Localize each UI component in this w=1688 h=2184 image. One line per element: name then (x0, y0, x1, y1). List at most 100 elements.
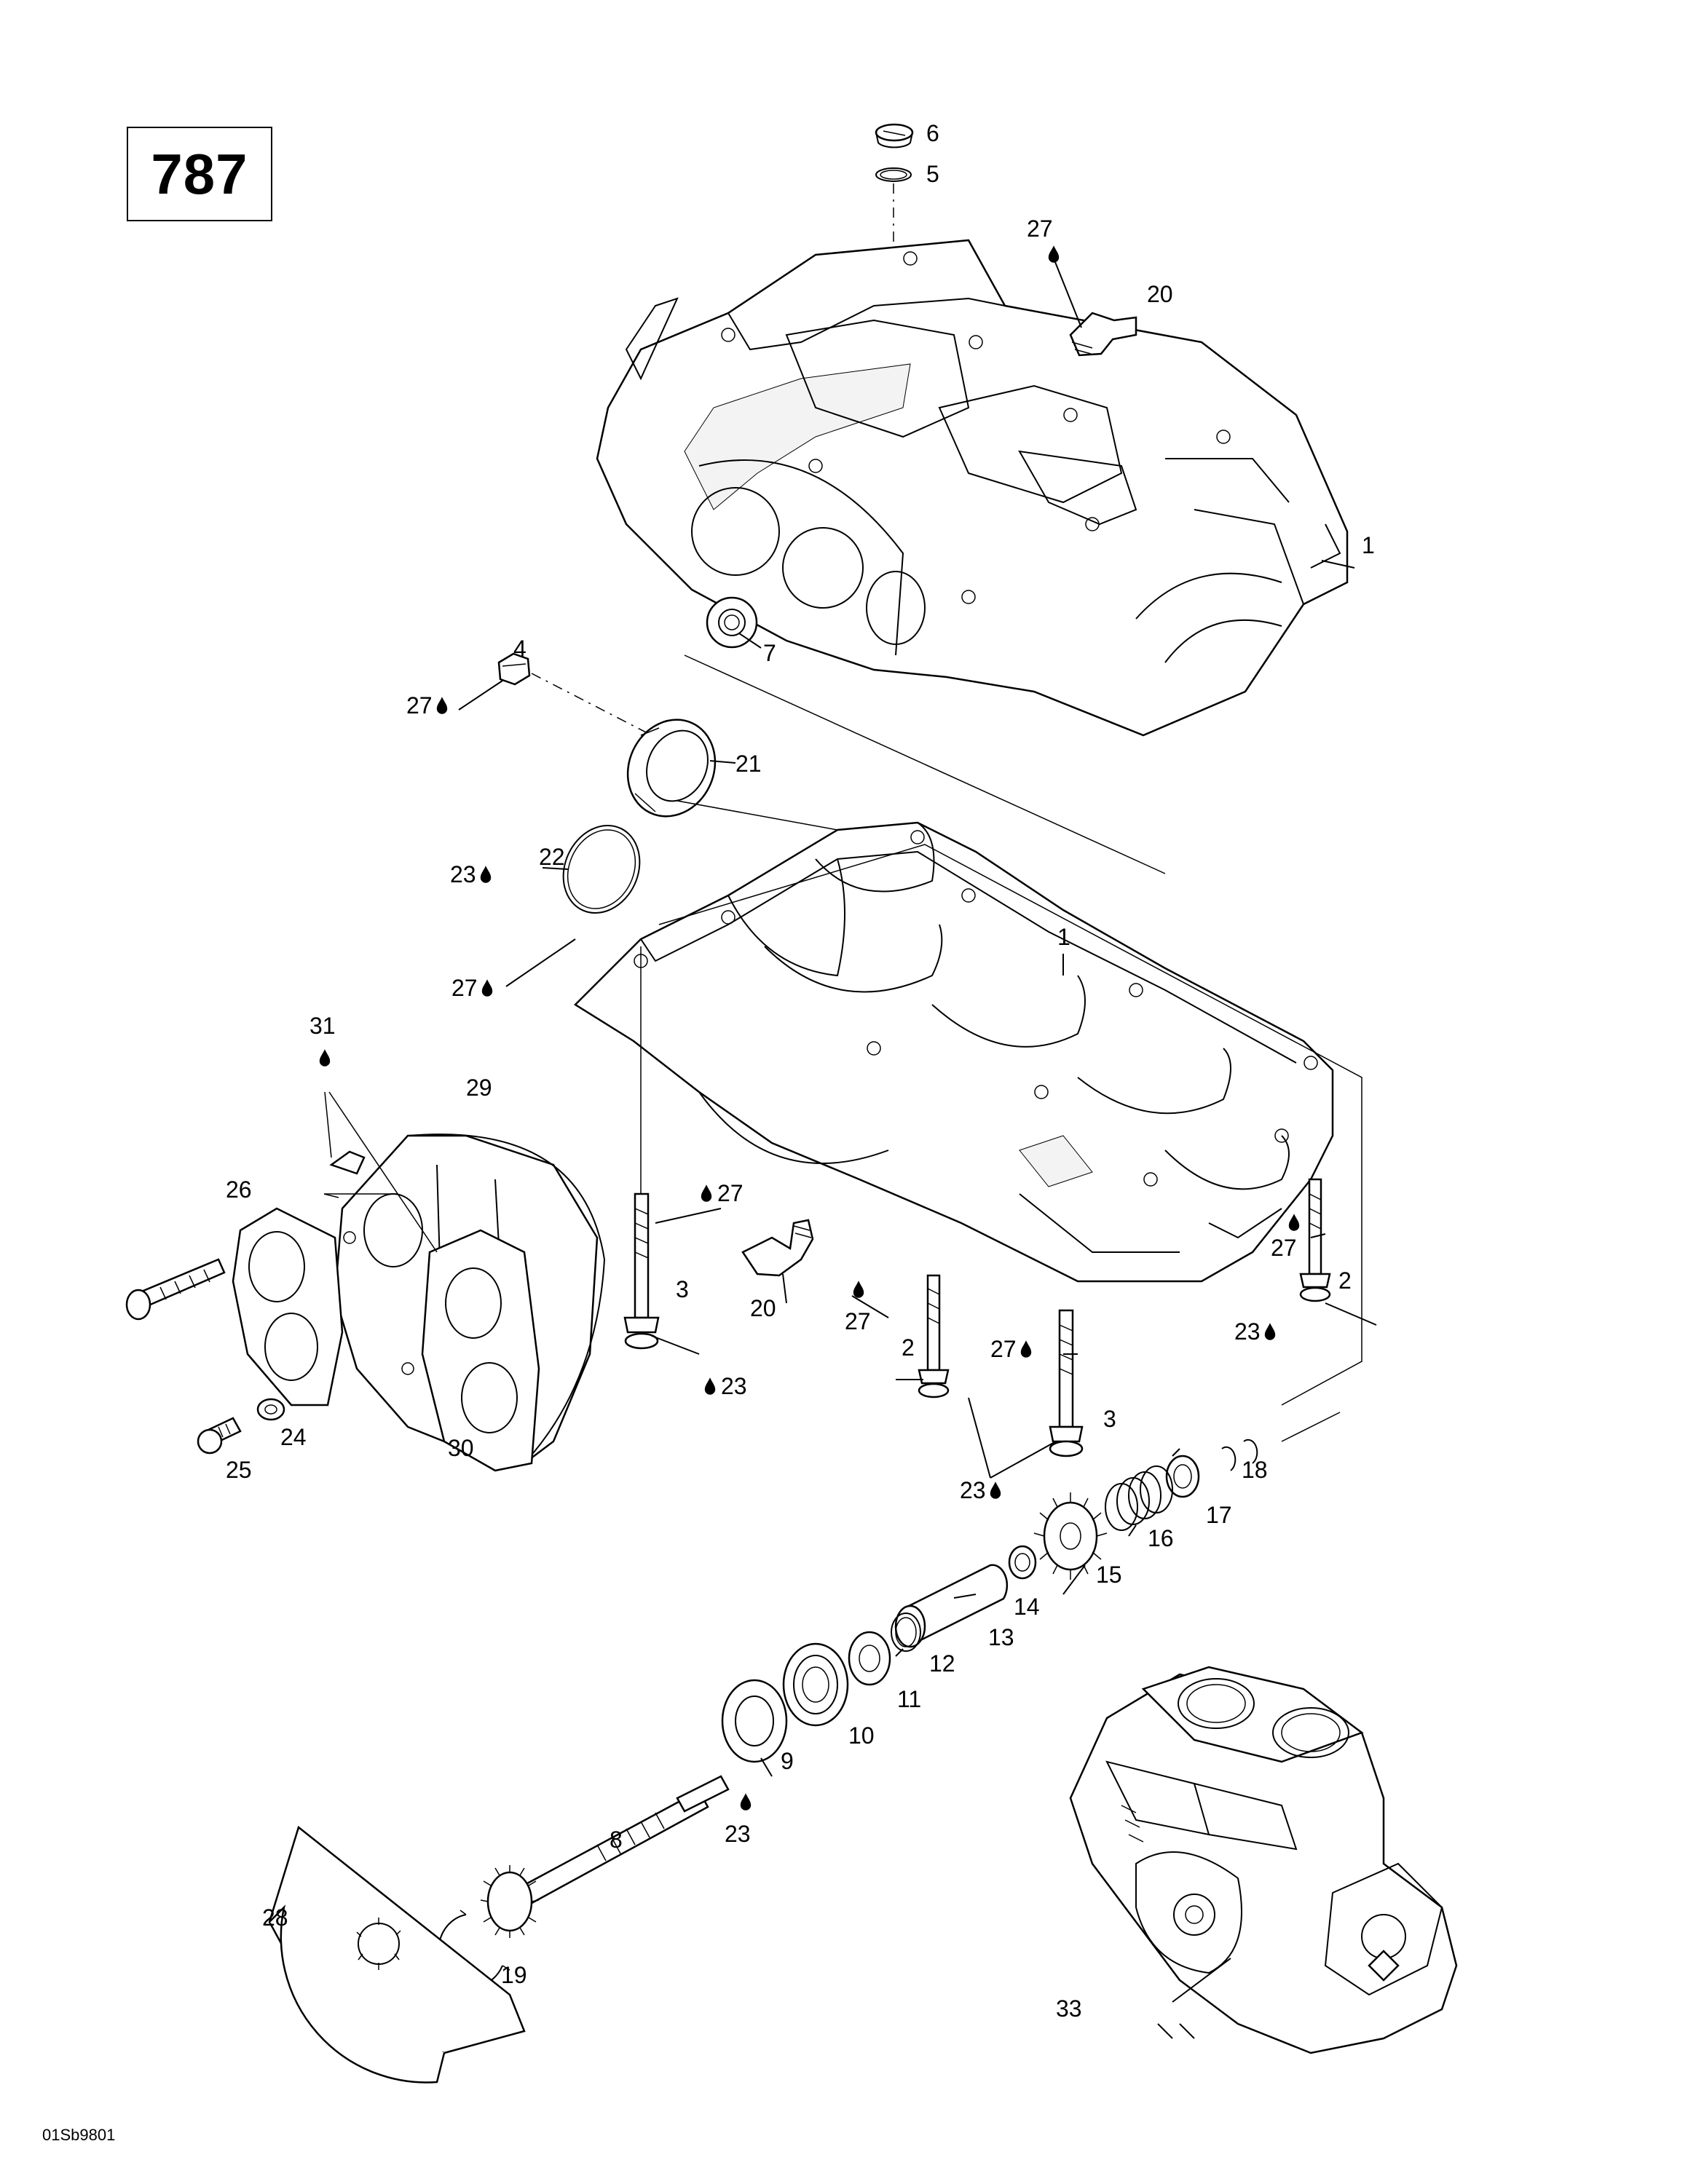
callout-c1a: 1 (1362, 532, 1375, 558)
callout-c27g: 27 (990, 1336, 1017, 1362)
callout-c27f: 27 (1271, 1235, 1297, 1261)
elbow-fitting-part-20-lower (741, 1219, 814, 1277)
circlip-part-12 (891, 1613, 921, 1652)
circlip-guide-line (1281, 1412, 1341, 1442)
callout-c19: 19 (501, 1962, 527, 1988)
pulley-cover-part-28 (268, 1825, 526, 2084)
callout-c23e: 23 (725, 1821, 751, 1847)
elbow-fitting-part-20-upper (1069, 312, 1137, 357)
leader-lines (458, 254, 1377, 2003)
sleeve-part-13 (894, 1564, 1009, 1648)
callout-c26: 26 (226, 1176, 252, 1203)
lubricant-drop-icon (1264, 1323, 1276, 1340)
callout-c21: 21 (735, 751, 762, 777)
lubricant-drop-icon (1048, 245, 1060, 263)
o-ring-part-22 (562, 824, 641, 914)
lubricant-drop-icon (740, 1793, 752, 1811)
drawing-code: 01Sb9801 (42, 2126, 115, 2144)
washer-part-24 (256, 1398, 285, 1421)
callout-c17: 17 (1206, 1502, 1232, 1528)
callout-c27c: 27 (451, 975, 478, 1001)
callout-c8: 8 (610, 1827, 623, 1853)
crankcase-guide-line (658, 844, 1362, 1406)
bolt-part-3-left (623, 1192, 660, 1350)
callout-c3a: 3 (676, 1276, 689, 1302)
bolt-part-3-right (1049, 1309, 1084, 1457)
lower-crankcase-half (574, 821, 1334, 1283)
lubricant-drop-icon (701, 1184, 712, 1202)
callout-c9: 9 (781, 1748, 794, 1774)
diagram-number-box: 787 (127, 127, 272, 221)
callout-c27e: 27 (845, 1308, 871, 1334)
lubricant-drop-icon (480, 866, 492, 883)
lubricant-drop-icon (319, 1049, 331, 1067)
callout-c13: 13 (988, 1624, 1014, 1650)
callout-c2b: 2 (902, 1334, 915, 1361)
callout-c31: 31 (309, 1013, 336, 1039)
lubricant-drop-icon (1020, 1340, 1032, 1358)
upper-crankcase-half (596, 239, 1349, 737)
callout-c20b: 20 (750, 1295, 776, 1321)
callout-c20a: 20 (1147, 281, 1173, 307)
seal-part-9 (721, 1679, 788, 1763)
plug-part-4 (497, 652, 531, 686)
callout-c23d: 23 (960, 1477, 986, 1503)
plug-part-6 (875, 123, 914, 149)
manifold-flange-part-30 (421, 1229, 540, 1472)
seal-21-guide-line (677, 800, 838, 831)
bearing-part-10 (782, 1642, 849, 1727)
crankcase-alignment-line (684, 654, 1166, 874)
callout-c27a: 27 (1027, 215, 1053, 242)
callout-c28: 28 (262, 1904, 288, 1931)
callout-c6: 6 (926, 120, 939, 146)
seal-part-7 (706, 596, 758, 649)
callout-c14: 14 (1014, 1594, 1040, 1620)
lubricant-drop-icon (853, 1281, 864, 1298)
callout-c22: 22 (539, 844, 565, 870)
bolt-long-left (125, 1258, 226, 1321)
spring-part-16 (1105, 1465, 1173, 1531)
callout-c18: 18 (1242, 1457, 1268, 1483)
washer-part-14 (1008, 1545, 1037, 1580)
bolt-part-2-right (1299, 1178, 1331, 1302)
gasket-part-26 (232, 1207, 344, 1406)
gear-part-19-drive (480, 1865, 540, 1938)
callout-c5: 5 (926, 161, 939, 187)
callout-c1b: 1 (1057, 924, 1070, 950)
callout-c10: 10 (848, 1722, 875, 1749)
engine-assembly-part-33 (1069, 1666, 1458, 2054)
callout-c11: 11 (897, 1686, 921, 1712)
callout-c30: 30 (448, 1435, 474, 1461)
gear-part-15 (1033, 1492, 1108, 1580)
callout-c4: 4 (513, 636, 526, 662)
bolt-part-2-left (918, 1274, 950, 1398)
washer-part-11 (848, 1631, 891, 1686)
callout-c23a: 23 (450, 861, 476, 887)
washer-part-17 (1165, 1455, 1200, 1498)
o-ring-part-5 (875, 167, 912, 182)
callout-c15: 15 (1096, 1562, 1122, 1588)
leader-31-to-flange (328, 1091, 438, 1253)
callout-c27d: 27 (717, 1180, 744, 1206)
leader-31-b (323, 1193, 339, 1198)
seal-part-21 (626, 719, 717, 818)
circlip-part-18 (1221, 1439, 1258, 1471)
callout-c29: 29 (466, 1075, 492, 1101)
lubricant-drop-icon (990, 1481, 1001, 1499)
diagram-number: 787 (151, 141, 248, 206)
lubricant-drop-icon (436, 697, 448, 714)
lubricant-drop-icon (704, 1377, 716, 1395)
callout-c23b: 23 (721, 1373, 747, 1399)
callout-c3b: 3 (1103, 1406, 1116, 1432)
callout-c27b: 27 (406, 692, 433, 719)
callout-c23c: 23 (1234, 1318, 1261, 1345)
leader-4-axis (531, 673, 652, 736)
callout-c2a: 2 (1338, 1267, 1352, 1294)
callout-c7: 7 (763, 640, 776, 666)
lubricant-drop-icon (1288, 1214, 1300, 1231)
leader-31-to-stud (324, 1091, 332, 1158)
callout-c24: 24 (280, 1424, 307, 1450)
